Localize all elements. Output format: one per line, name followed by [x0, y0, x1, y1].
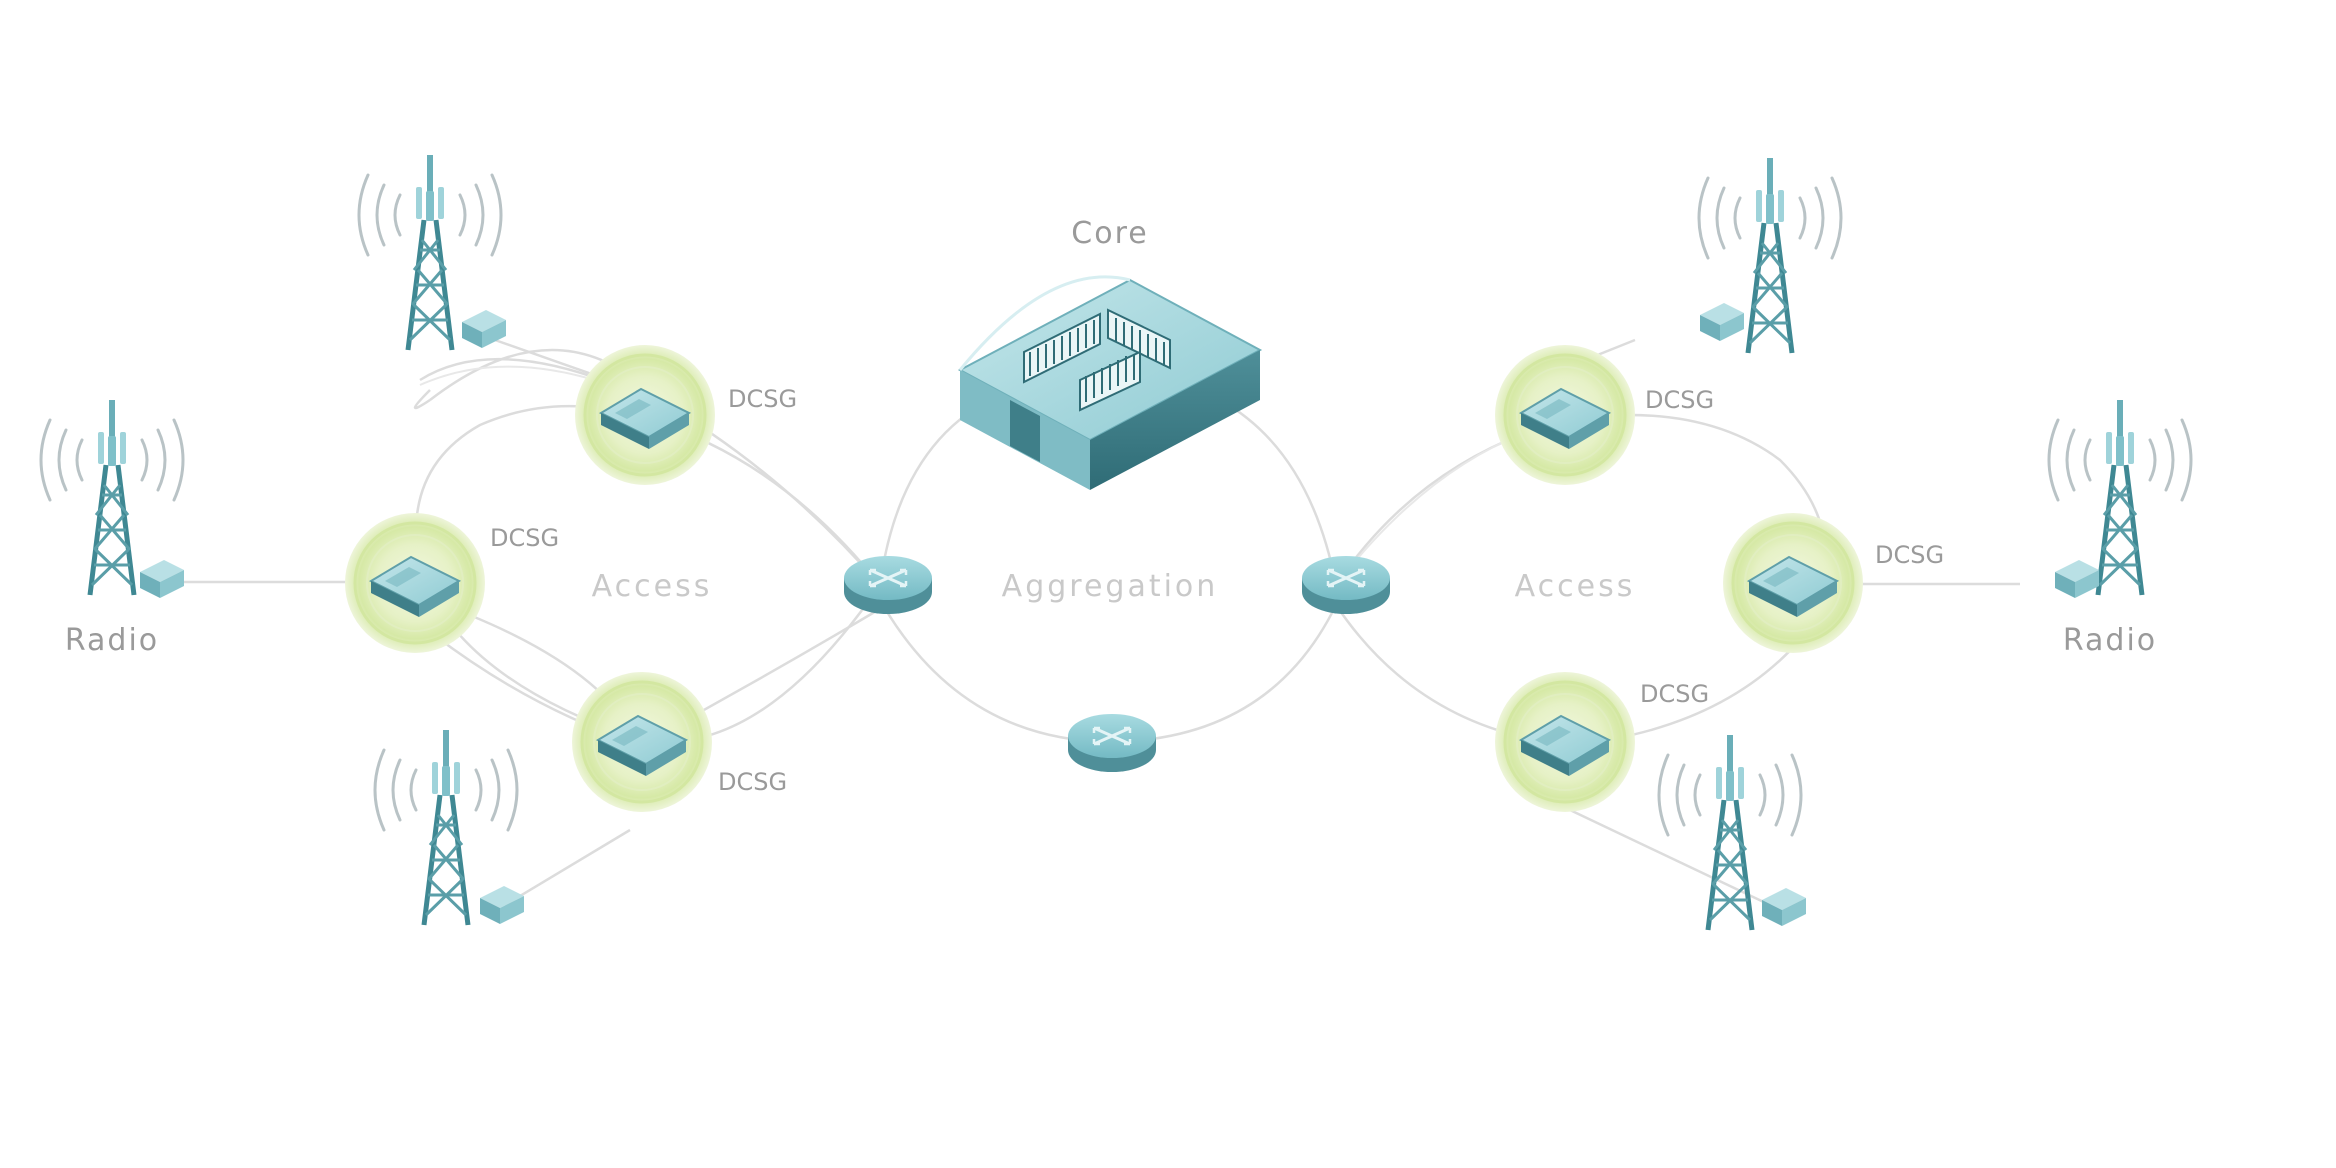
access-left-label: Access: [592, 569, 713, 604]
dcsg-label-right-top: DCSG: [1645, 386, 1714, 414]
core-datacenter-icon: [957, 275, 1263, 490]
aggregation-label: Aggregation: [1002, 569, 1219, 604]
dcsg-left-top: [573, 343, 717, 487]
radio-left-label: Radio: [65, 623, 159, 658]
radio-unit-right-top: [1700, 303, 1744, 341]
access-right-label: Access: [1515, 569, 1636, 604]
dcsg-label-left-top: DCSG: [728, 385, 797, 413]
dcsg-label-right-bottom: DCSG: [1640, 680, 1709, 708]
aggregation-router-right: [1300, 554, 1392, 616]
dcsg-label-right-mid: DCSG: [1875, 541, 1944, 569]
dcsg-left-bottom: [570, 670, 714, 814]
radio-unit-left-mid: [140, 560, 184, 598]
aggregation-router-left: [842, 554, 934, 616]
dcsg-label-left-mid: DCSG: [490, 524, 559, 552]
radio-unit-left-bottom: [480, 886, 524, 924]
dcsg-left-mid: [343, 511, 487, 655]
dcsg-right-top: [1493, 343, 1637, 487]
radio-unit-right-mid: [2055, 560, 2099, 598]
aggregation-router-bottom: [1066, 712, 1158, 774]
dcsg-label-left-bottom: DCSG: [718, 768, 787, 796]
dcsg-right-bottom: [1493, 670, 1637, 814]
radio-unit-right-bottom: [1762, 888, 1806, 926]
radio-right-label: Radio: [2063, 623, 2157, 658]
dcsg-right-mid: [1721, 511, 1865, 655]
core-label: Core: [1071, 216, 1148, 251]
